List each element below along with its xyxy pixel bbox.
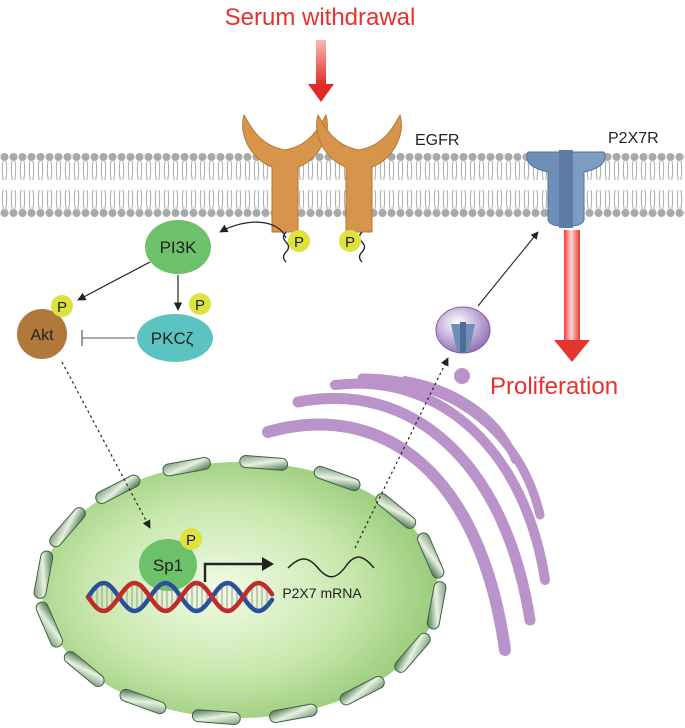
nuclear-pore <box>119 688 167 715</box>
transport-vesicle <box>435 306 491 354</box>
sp1-phospho: P <box>180 528 202 550</box>
pkc-label: PKCζ <box>151 329 194 348</box>
pi3k-label: PI3K <box>160 238 198 257</box>
egfr-to-pi3k-arrow <box>219 221 287 239</box>
nuclear-pore <box>339 676 385 706</box>
nuclear-pore <box>394 632 431 673</box>
sp1-node: Sp1 P <box>139 528 202 591</box>
nuclear-pores <box>33 454 447 726</box>
pi3k-to-akt-arrow <box>77 261 151 301</box>
transcription-arrow <box>203 562 264 582</box>
pi3k-node: PI3K <box>145 220 211 274</box>
p2x7r-label: P2X7R <box>608 130 659 147</box>
nuclear-pore <box>191 709 241 726</box>
nuclear-pore <box>426 581 447 630</box>
svg-text:P: P <box>57 299 67 316</box>
dna-helix <box>85 580 275 614</box>
dna-strand-red <box>85 580 275 614</box>
egfr-label: EGFR <box>415 132 459 149</box>
nuclear-pore <box>49 507 86 548</box>
akt-to-sp1-arrow <box>61 361 151 529</box>
nuclear-pore <box>313 465 361 492</box>
stimulus-arrow <box>308 40 334 102</box>
nuclear-pore <box>239 454 289 471</box>
nuclear-pore <box>35 601 63 648</box>
serum-withdrawal-label: Serum withdrawal <box>225 4 416 31</box>
akt-label: Akt <box>30 327 54 344</box>
transcription-arrowhead <box>262 557 274 571</box>
pkc-node: PKCζ P <box>137 293 213 362</box>
nuclear-pore <box>269 703 318 723</box>
nuclear-pore <box>33 550 54 599</box>
nuclear-pore <box>417 532 445 579</box>
nuclear-pore <box>375 493 417 529</box>
svg-text:P: P <box>345 234 355 251</box>
svg-text:P: P <box>294 234 304 251</box>
akt-phospho: P <box>51 295 73 317</box>
sp1-label: Sp1 <box>153 556 183 575</box>
vesicle-to-p2x7r-arrow <box>477 231 539 307</box>
egfr-phospho-left: P <box>288 230 310 252</box>
egfr-receptor-left <box>242 113 328 263</box>
golgi-apparatus <box>262 373 550 656</box>
svg-text:P: P <box>186 532 196 549</box>
nuclear-pore <box>162 457 211 477</box>
egfr-phospho-right: P <box>339 230 361 252</box>
nuclear-pore <box>95 474 141 504</box>
proliferation-arrow <box>554 230 590 362</box>
svg-text:P: P <box>195 297 205 314</box>
mrna-squiggle <box>287 556 375 578</box>
mrna-to-vesicle-arrow <box>354 357 449 549</box>
p2x7r-channel <box>526 150 606 228</box>
nuclear-pore <box>63 651 105 687</box>
mrna-label: P2X7 mRNA <box>282 585 362 601</box>
pkc-phospho: P <box>189 293 211 315</box>
akt-node: Akt P <box>17 295 73 359</box>
pkc-inhibits-akt <box>81 330 135 346</box>
proliferation-label: Proliferation <box>490 373 618 400</box>
golgi-vesicle-small <box>454 368 470 384</box>
